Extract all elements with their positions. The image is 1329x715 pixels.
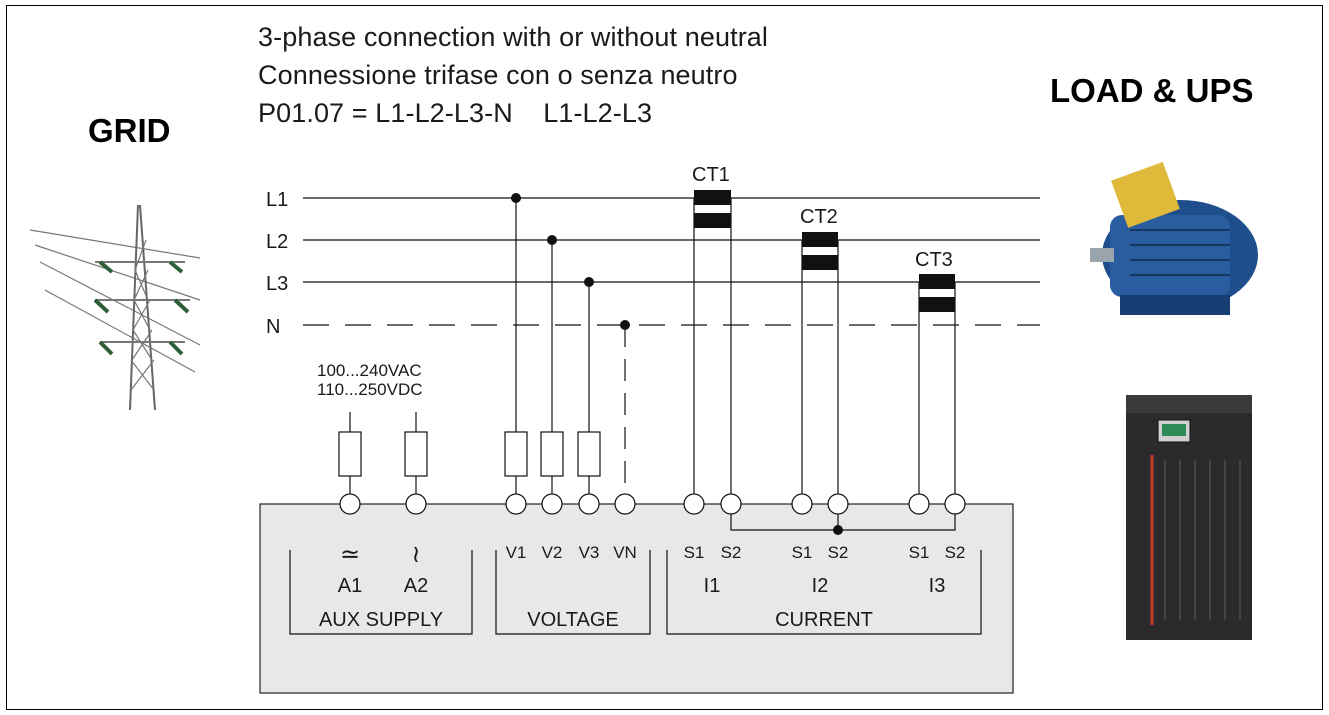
terminal-a1 bbox=[339, 493, 361, 515]
ct1-core-bottom bbox=[694, 213, 731, 228]
label-i3-s2: S2 bbox=[945, 543, 966, 562]
label-l3: L3 bbox=[266, 273, 288, 295]
fuse-v3 bbox=[577, 431, 601, 477]
node-l2 bbox=[547, 235, 557, 245]
label-i2-s2: S2 bbox=[828, 543, 849, 562]
terminal-v3 bbox=[578, 493, 600, 515]
label-i3: I3 bbox=[929, 575, 946, 597]
ct3-core-top bbox=[919, 274, 955, 289]
aux-bracket bbox=[289, 550, 473, 635]
terminal-v2 bbox=[541, 493, 563, 515]
fuse-a2 bbox=[404, 431, 428, 477]
current-label: CURRENT bbox=[775, 609, 873, 631]
label-a1: A1 bbox=[338, 575, 362, 597]
terminal-i2-s2 bbox=[827, 493, 849, 515]
terminal-i2-s1 bbox=[791, 493, 813, 515]
label-vn: VN bbox=[613, 543, 637, 562]
label-i2-s1: S1 bbox=[792, 543, 813, 562]
ct1-core-top bbox=[694, 190, 731, 205]
fuse-v2 bbox=[540, 431, 564, 477]
label-n: N bbox=[266, 316, 280, 338]
label-a2: A2 bbox=[404, 575, 428, 597]
terminal-i3-s2 bbox=[944, 493, 966, 515]
ct2-label: CT2 bbox=[800, 206, 838, 228]
title-english: 3-phase connection with or without neutr… bbox=[258, 22, 769, 52]
label-i1-s1: S1 bbox=[684, 543, 705, 562]
current-bracket bbox=[666, 550, 982, 635]
title-italian: Connessione trifase con o senza neutro bbox=[258, 60, 738, 90]
terminal-i1-s2 bbox=[720, 493, 742, 515]
meter-body bbox=[259, 503, 1014, 694]
electric-motor-icon bbox=[1090, 161, 1258, 315]
ct3-label: CT3 bbox=[915, 249, 953, 271]
ac-symbol: ≃ bbox=[340, 541, 360, 568]
fuse-a1 bbox=[338, 431, 362, 477]
label-v3: V3 bbox=[579, 543, 600, 562]
ups-cabinet-icon bbox=[1126, 395, 1252, 640]
label-v2: V2 bbox=[542, 543, 563, 562]
ct1-label: CT1 bbox=[692, 164, 730, 186]
label-i1: I1 bbox=[704, 575, 721, 597]
fuse-v1 bbox=[504, 431, 528, 477]
ct-common-node bbox=[833, 525, 843, 535]
label-i1-s2: S2 bbox=[721, 543, 742, 562]
grid-label: GRID bbox=[88, 112, 171, 149]
node-l1 bbox=[511, 193, 521, 203]
power-pylon-icon bbox=[29, 204, 201, 411]
aux-supply-label: AUX SUPPLY bbox=[319, 609, 443, 631]
voltage-label: VOLTAGE bbox=[527, 609, 619, 631]
label-l2: L2 bbox=[266, 231, 288, 253]
terminal-v1 bbox=[505, 493, 527, 515]
label-i2: I2 bbox=[812, 575, 829, 597]
terminal-i3-s1 bbox=[908, 493, 930, 515]
parameter-setting: P01.07 = L1-L2-L3-N L1-L2-L3 bbox=[258, 98, 653, 128]
aux-rating-dc: 110...250VDC bbox=[317, 380, 423, 399]
node-n bbox=[620, 320, 630, 330]
ct3-core-bottom bbox=[919, 297, 955, 312]
label-v1: V1 bbox=[506, 543, 527, 562]
terminal-a2 bbox=[405, 493, 427, 515]
terminal-i1-s1 bbox=[683, 493, 705, 515]
aux-rating-ac: 100...240VAC bbox=[317, 361, 422, 380]
ct2-core-bottom bbox=[802, 255, 838, 270]
node-l3 bbox=[584, 277, 594, 287]
label-l1: L1 bbox=[266, 189, 288, 211]
ac-dc-symbol: ≀ bbox=[412, 541, 421, 568]
voltage-bracket bbox=[495, 550, 651, 635]
terminal-vn bbox=[614, 493, 636, 515]
load-ups-label: LOAD & UPS bbox=[1050, 72, 1254, 109]
ct2-core-top bbox=[802, 232, 838, 247]
label-i3-s1: S1 bbox=[909, 543, 930, 562]
